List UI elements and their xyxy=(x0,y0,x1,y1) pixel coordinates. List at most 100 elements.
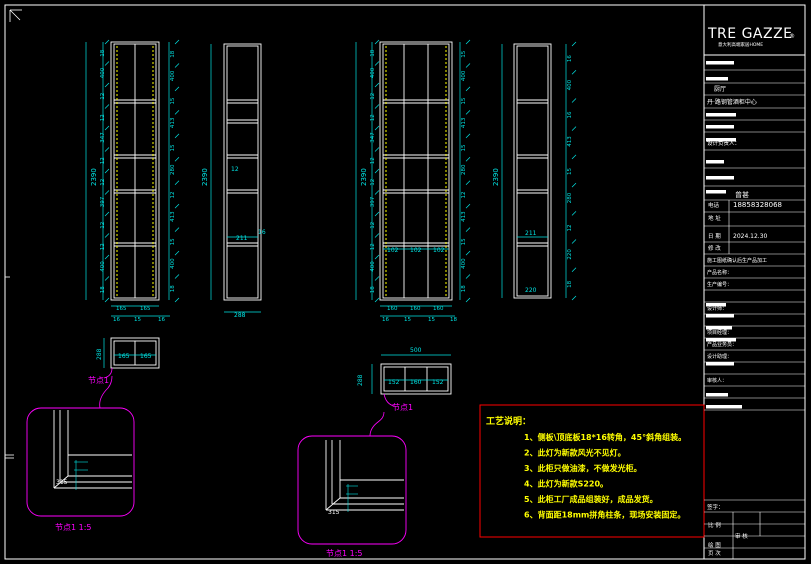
dim-tick xyxy=(374,190,380,195)
cab1-right-dim-5: 280 xyxy=(170,164,176,175)
tb-redacted-bar-2 xyxy=(706,113,736,117)
cab2-bottom-dim-3: 16 xyxy=(382,317,389,323)
dim-tick xyxy=(374,125,380,131)
cab1-left-dim-1: 400 xyxy=(100,67,106,78)
cab2-bottom-dim-5: 15 xyxy=(428,317,435,323)
cab1-right-dim-7: 413 xyxy=(170,211,176,222)
cab1-bottom-dim-4: 16 xyxy=(158,317,165,323)
node1-label-b: 节点1 xyxy=(392,403,413,412)
title-block-redacted-bars xyxy=(706,61,742,409)
tb-redacted-bar-1 xyxy=(706,77,728,81)
cab2-left-dim-5: 12 xyxy=(370,157,376,164)
dim-tick xyxy=(174,39,180,45)
dim-tick xyxy=(104,125,110,131)
cab1-left-dim-6: 12 xyxy=(100,179,106,186)
cab2-left-dim-1: 400 xyxy=(370,67,376,78)
tb-tel-label: 电话 xyxy=(708,201,720,209)
dim-tick xyxy=(571,182,577,188)
cabinet1-front-view xyxy=(110,41,160,301)
tb-row-1: 生产编号： xyxy=(707,281,732,288)
cabinet1-plan-w2: 165 xyxy=(140,353,152,360)
cab2-right-dim-5: 280 xyxy=(461,164,467,175)
dim-tick xyxy=(465,227,471,232)
cab2-right-dim-1: 400 xyxy=(461,70,467,81)
cabinet2-inner-w3: 102 xyxy=(433,247,445,254)
cab1-left-dim-4: 347 xyxy=(100,132,106,143)
cab2-side-dim-2: 16 xyxy=(567,111,573,118)
dim-tick xyxy=(571,98,577,103)
detail-a-drawing xyxy=(53,410,132,489)
cab2-side-dim-4: 15 xyxy=(567,168,573,175)
tb-redacted-bar-4 xyxy=(706,138,736,142)
dim-tick xyxy=(465,110,471,115)
tb-redacted-bar-11 xyxy=(706,338,736,342)
tb-owner: 曾甚 xyxy=(735,190,749,199)
dim-tick xyxy=(174,203,180,209)
tb-page-label: 页 次 xyxy=(708,549,721,557)
cabinet1-side-view xyxy=(223,43,262,301)
brand-logo-sub: 意大利高端家居HOME xyxy=(718,41,763,48)
cab2-bottom-dim-0: 160 xyxy=(387,306,398,312)
title-block: TRE GAZZE ® 意大利高端家居HOME 厨厅 丹·路钢管酒柜中心 设计负… xyxy=(704,26,805,559)
tb-redacted-bar-12 xyxy=(706,362,734,366)
cabinet1-plan-view xyxy=(110,337,160,369)
dim-tick xyxy=(374,233,380,238)
tb-scale-label: 比 例 xyxy=(708,521,721,529)
node1-label-a: 节点1 xyxy=(88,376,109,385)
cabinet1-side-height: 2390 xyxy=(201,168,209,186)
cab1-right-dim-2: 15 xyxy=(170,97,176,104)
notes-frame xyxy=(479,404,705,538)
tb-redacted-bar-10 xyxy=(706,326,732,330)
dim-tick xyxy=(174,110,180,115)
cab2-side-dim-1: 400 xyxy=(567,79,573,90)
dim-tick xyxy=(174,227,180,232)
tb-row-7: 设计助理： xyxy=(707,353,732,360)
dim-tick xyxy=(374,297,380,303)
cab1-left-dim-5: 12 xyxy=(100,157,106,164)
dim-tick xyxy=(571,267,577,273)
cab1-bottom-dim-1: 165 xyxy=(140,306,151,312)
drawing-frame xyxy=(4,4,806,560)
cabinet2-side-view xyxy=(513,43,552,299)
dim-tick xyxy=(174,297,180,303)
tb-tel-value: 18858328068 xyxy=(733,201,782,209)
cab1-right-dim-6: 12 xyxy=(170,191,176,198)
dim-tick xyxy=(104,297,110,303)
dim-tick xyxy=(174,250,180,256)
tb-row-5: 项目经理： xyxy=(707,329,732,336)
tb-row-3: 设计师： xyxy=(707,305,727,312)
cab1-left-dim-3: 12 xyxy=(100,114,106,121)
cab2-left-dim-6: 12 xyxy=(370,179,376,186)
cab2-bottom-dim-2: 160 xyxy=(433,306,444,312)
node1-callout-a xyxy=(103,367,113,379)
cab1-bottom-dim-0: 165 xyxy=(116,306,127,312)
cab2-side-dim-0: 16 xyxy=(567,55,573,62)
cabinet1-height-label: 2390 xyxy=(90,168,98,186)
tb-row-0: 产品名称： xyxy=(707,269,732,276)
dim-tick xyxy=(374,82,380,88)
cab2-right-dim-6: 12 xyxy=(461,191,467,198)
cabinet1-led-strips xyxy=(116,46,154,296)
cab1-left-dim-9: 12 xyxy=(100,243,106,250)
cab1-right-dim-8: 15 xyxy=(170,238,176,245)
dim-tick xyxy=(104,190,110,195)
tb-date-label: 日 期 xyxy=(708,233,721,240)
tb-edit-label: 修 改 xyxy=(708,244,721,252)
dim-tick xyxy=(465,63,471,68)
brand-logo-mark: ® xyxy=(789,33,795,40)
dim-tick xyxy=(174,86,180,92)
cabinet2-front-view xyxy=(379,41,453,301)
dim-tick xyxy=(465,180,471,185)
cabinet2-side-height: 2390 xyxy=(492,168,500,186)
tb-redacted-bar-0 xyxy=(706,61,734,65)
dim-tick xyxy=(465,157,471,162)
detail-b-frame xyxy=(297,435,407,545)
cabinet2-inner-w2: 102 xyxy=(410,247,422,254)
cab2-left-dim-3: 12 xyxy=(370,114,376,121)
